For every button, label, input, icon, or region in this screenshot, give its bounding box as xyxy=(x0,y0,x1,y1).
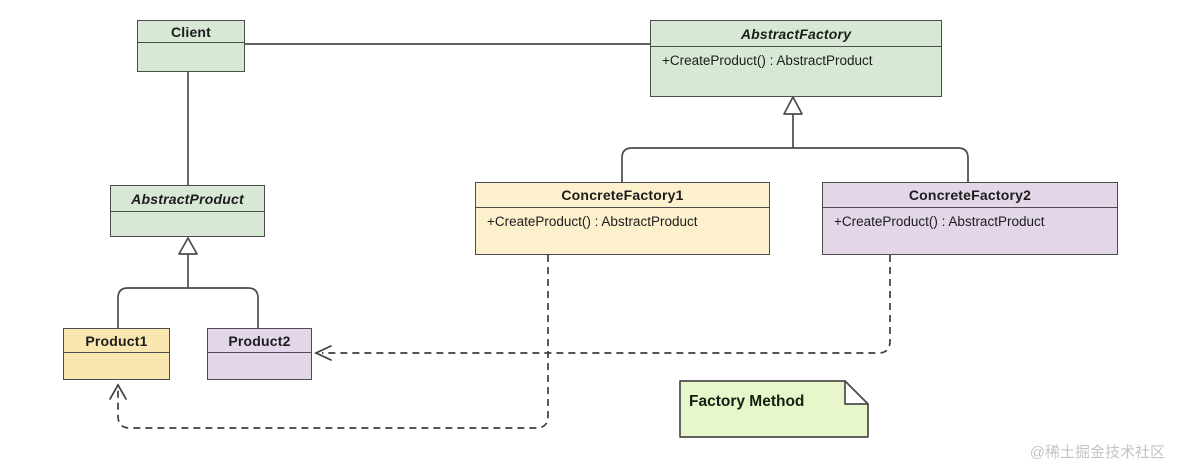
class-abstractfactory: AbstractFactory +CreateProduct() : Abstr… xyxy=(650,20,942,97)
class-concretefactory1-title: ConcreteFactory1 xyxy=(476,183,769,208)
note-fold-corner-icon xyxy=(844,380,869,405)
generalization-arrowhead-abstractfactory xyxy=(783,96,803,115)
generalization-arrowhead-abstractproduct xyxy=(178,237,198,255)
class-concretefactory2: ConcreteFactory2 +CreateProduct() : Abst… xyxy=(822,182,1118,255)
dependency-concretefactory1-product1 xyxy=(117,255,549,429)
generalization-branch-abstractproduct xyxy=(117,253,259,329)
class-abstractproduct: AbstractProduct xyxy=(110,185,265,237)
watermark: @稀土掘金技术社区 xyxy=(1029,444,1165,461)
dependency-arrowhead-product1 xyxy=(109,383,127,400)
class-abstractfactory-title: AbstractFactory xyxy=(651,21,941,47)
class-client: Client xyxy=(137,20,245,72)
class-abstractfactory-method: +CreateProduct() : AbstractProduct xyxy=(662,53,873,68)
note-shape xyxy=(679,380,869,438)
class-concretefactory1: ConcreteFactory1 +CreateProduct() : Abst… xyxy=(475,182,770,255)
class-product2-title: Product2 xyxy=(208,329,311,353)
class-product1: Product1 xyxy=(63,328,170,380)
class-abstractproduct-title: AbstractProduct xyxy=(111,186,264,212)
class-client-title: Client xyxy=(138,21,244,43)
dependency-concretefactory2-product2 xyxy=(322,255,891,354)
class-product2: Product2 xyxy=(207,328,312,380)
class-concretefactory2-title: ConcreteFactory2 xyxy=(823,183,1117,208)
note-label: Factory Method xyxy=(689,393,805,410)
class-product1-title: Product1 xyxy=(64,329,169,353)
dependency-arrowhead-product2 xyxy=(313,345,332,361)
class-concretefactory1-method: +CreateProduct() : AbstractProduct xyxy=(487,214,698,229)
generalization-branch-abstractfactory xyxy=(621,113,969,183)
class-concretefactory2-method: +CreateProduct() : AbstractProduct xyxy=(834,214,1045,229)
